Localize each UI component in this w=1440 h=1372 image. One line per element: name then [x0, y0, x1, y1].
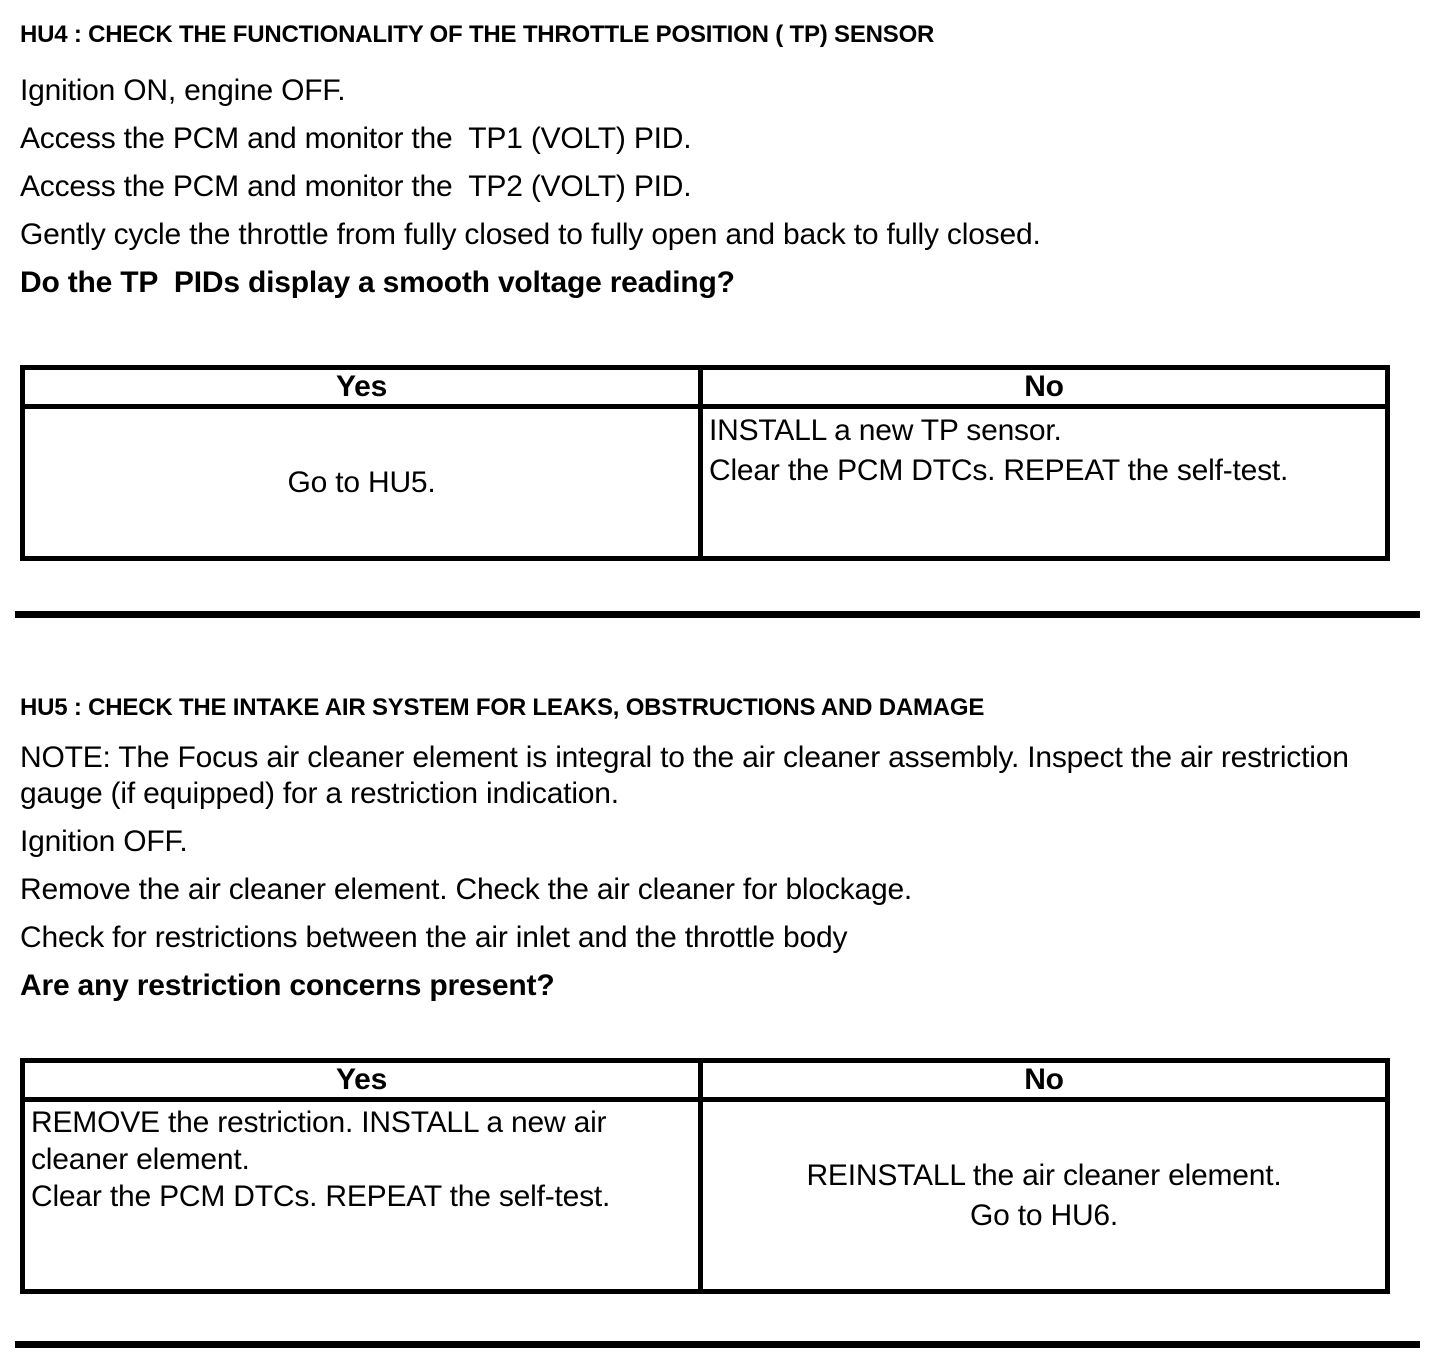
decision-table-hu4: Yes No Go to HU5. INSTALL a new TP senso…: [20, 365, 1390, 561]
no-action-cell: INSTALL a new TP sensor. Clear the PCM D…: [698, 406, 1388, 559]
table-body-row: REMOVE the restriction. INSTALL a new ai…: [23, 1099, 1388, 1292]
pinpoint-test-hu4: HU4 : CHECK THE FUNCTIONALITY OF THE THR…: [20, 20, 1390, 561]
action-text: REINSTALL the air cleaner element.: [806, 1158, 1282, 1192]
action-text: Go to HU6.: [969, 1198, 1119, 1232]
section-divider: [15, 611, 1420, 618]
no-column-header: No: [698, 367, 1388, 409]
step-line: Check for restrictions between the air i…: [20, 921, 848, 954]
decision-question: Do the TP PIDs display a smooth voltage …: [20, 266, 735, 299]
section-divider: [15, 1341, 1420, 1348]
yes-column-header: Yes: [22, 367, 701, 409]
action-text: Clear the PCM DTCs. REPEAT the self-test…: [709, 454, 1289, 487]
decision-question: Are any restriction concerns present?: [20, 969, 555, 1002]
step-line: Ignition ON, engine OFF.: [20, 74, 346, 107]
step-line: Gently cycle the throttle from fully clo…: [20, 218, 1041, 251]
section-title-hu4: HU4 : CHECK THE FUNCTIONALITY OF THE THR…: [20, 21, 935, 48]
section-title-hu5: HU5 : CHECK THE INTAKE AIR SYSTEM FOR LE…: [20, 694, 985, 721]
decision-table-hu5: Yes No REMOVE the restriction. INSTALL a…: [20, 1058, 1390, 1294]
table-header-row: Yes No: [22, 1060, 1388, 1102]
action-text: INSTALL a new TP sensor.: [709, 414, 1062, 447]
table-body-row: Go to HU5. INSTALL a new TP sensor. Clea…: [23, 406, 1388, 559]
step-line: Ignition OFF.: [20, 825, 188, 858]
no-action-cell: REINSTALL the air cleaner element. Go to…: [698, 1099, 1388, 1292]
note-line: NOTE: The Focus air cleaner element is i…: [20, 741, 1357, 810]
yes-action-cell: REMOVE the restriction. INSTALL a new ai…: [23, 1100, 701, 1292]
step-line: Access the PCM and monitor the TP2 (VOLT…: [20, 170, 692, 203]
action-text: Clear the PCM DTCs. REPEAT the self-test…: [31, 1180, 611, 1213]
action-text: REMOVE the restriction. INSTALL a new ai…: [31, 1106, 615, 1176]
step-line: Remove the air cleaner element. Check th…: [20, 873, 913, 906]
pinpoint-test-hu5: HU5 : CHECK THE INTAKE AIR SYSTEM FOR LE…: [20, 693, 1390, 1294]
step-line: Access the PCM and monitor the TP1 (VOLT…: [20, 122, 692, 155]
yes-column-header: Yes: [22, 1060, 701, 1102]
action-text: Go to HU5.: [287, 465, 436, 499]
table-header-row: Yes No: [22, 367, 1388, 409]
no-column-header: No: [698, 1060, 1388, 1102]
yes-action-cell: Go to HU5.: [23, 407, 701, 559]
